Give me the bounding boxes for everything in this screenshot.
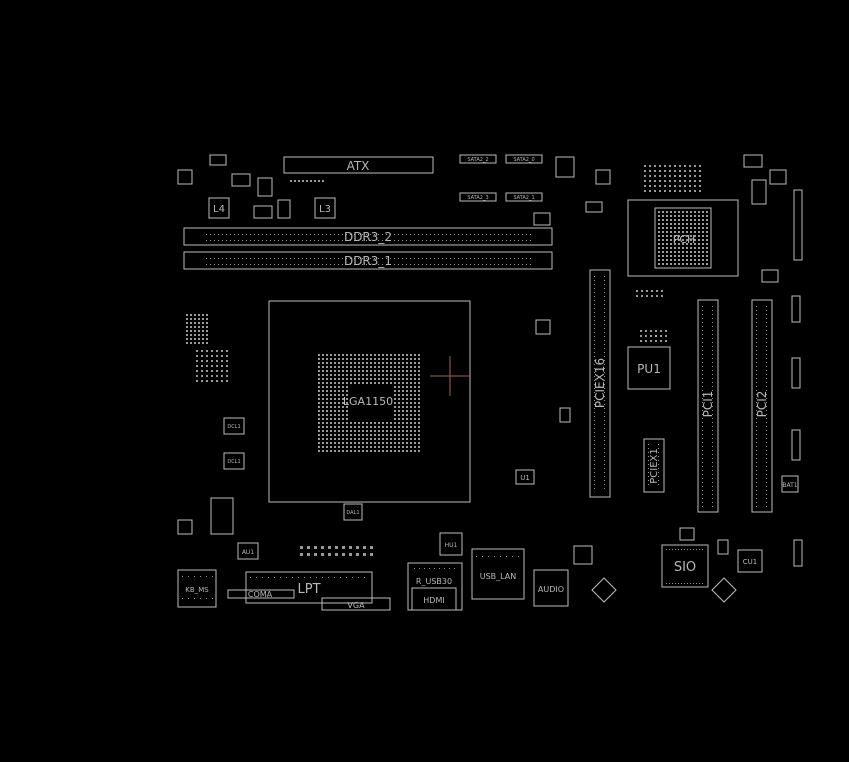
- pciex1-label: PCIEX1: [649, 448, 660, 484]
- sio-chip[interactable]: [661, 544, 709, 588]
- sata2-label: SATA2_2: [467, 157, 488, 163]
- pci2-label: PCI2: [755, 391, 769, 418]
- cu1-chip[interactable]: [737, 549, 763, 573]
- vga-connector[interactable]: [321, 597, 391, 611]
- au1-label: AU1: [242, 549, 254, 556]
- hu1-label: HU1: [445, 542, 458, 549]
- pu1-label: PU1: [637, 362, 661, 376]
- pu1-chip[interactable]: [627, 346, 671, 390]
- coma-connector[interactable]: [227, 589, 295, 599]
- sata1-label: SATA2_1: [513, 195, 534, 201]
- hdmi-label: HDMI: [423, 596, 444, 605]
- pci1-slot[interactable]: [697, 299, 719, 513]
- pch-label: PCH: [673, 233, 696, 246]
- pch-chip[interactable]: [654, 207, 712, 269]
- sata0-label: SATA2_0: [513, 157, 534, 163]
- pch-area[interactable]: [627, 199, 739, 277]
- cpu-socket-outline[interactable]: [268, 300, 471, 503]
- audio-connector[interactable]: [533, 569, 569, 607]
- audio-label: AUDIO: [538, 585, 564, 594]
- pciex16-label: PCIEX16: [593, 358, 607, 408]
- kb-ms-label: KB_MS: [185, 586, 209, 594]
- bat-label: BAT1: [782, 482, 797, 489]
- ddr3-2-label: DDR3_2: [344, 230, 392, 244]
- pciex1-slot[interactable]: [643, 438, 665, 493]
- dcl1b-label: DCL1: [227, 459, 240, 465]
- lpt-label: LPT: [297, 582, 320, 597]
- dcl1-label: DCL1: [227, 424, 240, 430]
- usb30-label: R_USB30: [416, 577, 452, 586]
- dal1-label: DAL1: [346, 510, 359, 516]
- vga-label: VGA: [347, 601, 365, 610]
- u1-label: U1: [520, 474, 530, 482]
- kb-ms-connector[interactable]: [177, 569, 217, 608]
- l4-label: L4: [213, 204, 225, 215]
- usb-lan-connector[interactable]: [471, 548, 525, 600]
- hdmi-connector[interactable]: [411, 587, 457, 611]
- l3-label: L3: [319, 204, 331, 215]
- pciex16-slot[interactable]: [589, 269, 611, 498]
- sata3-label: SATA2_3: [467, 195, 488, 201]
- ddr3-2-slot[interactable]: [183, 227, 553, 246]
- ddr3-1-label: DDR3_1: [344, 254, 392, 268]
- ddr3-1-slot[interactable]: [183, 251, 553, 270]
- sio-label: SIO: [674, 560, 696, 575]
- usb-lan-label: USB_LAN: [480, 572, 517, 581]
- pci2-slot[interactable]: [751, 299, 773, 513]
- cpu-socket-label: LGA1150: [343, 395, 393, 408]
- coma-label: COMA: [248, 590, 273, 599]
- cu1-label: CU1: [743, 558, 757, 566]
- crosshair-cursor: [430, 356, 470, 396]
- atx-label: ATX: [347, 159, 370, 173]
- pci1-label: PCI1: [701, 391, 715, 418]
- lpt-connector[interactable]: [245, 571, 373, 604]
- atx-connector[interactable]: [283, 156, 434, 174]
